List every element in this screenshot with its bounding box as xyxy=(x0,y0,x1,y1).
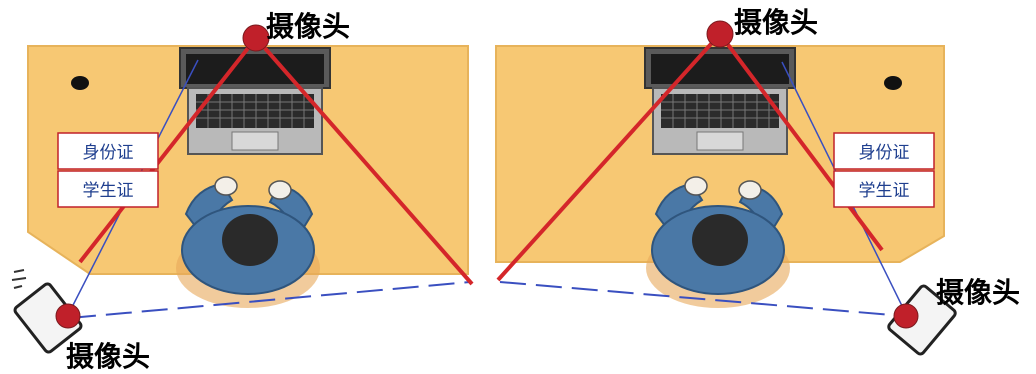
left-desk-hole xyxy=(71,76,89,90)
right-person xyxy=(646,176,790,308)
left-red-line-a xyxy=(78,36,258,264)
right-laptop xyxy=(644,47,796,155)
left-id-card: 身份证 xyxy=(57,132,159,170)
left-red-line-b xyxy=(254,36,474,286)
right-panel: 身份证 学生证 摄像头 摄像头 xyxy=(495,6,1020,356)
left-laptop xyxy=(179,47,331,155)
right-desk-hole xyxy=(884,76,902,90)
right-student-card: 学生证 xyxy=(833,170,935,208)
left-top-camera-dot xyxy=(242,24,270,52)
left-id-card-label: 身份证 xyxy=(83,143,134,163)
left-student-card-label: 学生证 xyxy=(83,181,134,201)
right-student-card-label: 学生证 xyxy=(859,181,910,201)
right-dashed-line xyxy=(499,281,905,317)
left-bottom-camera-dot xyxy=(55,303,81,329)
camera-label-side-right: 摄像头 xyxy=(936,276,1020,309)
right-id-card-label: 身份证 xyxy=(859,143,910,163)
right-top-camera-dot xyxy=(706,20,734,48)
left-panel: 身份证 学生证 摄像头 摄像头 xyxy=(11,10,474,373)
right-id-card: 身份证 xyxy=(833,132,935,170)
right-red-line-a xyxy=(496,32,722,282)
camera-label-top-left: 摄像头 xyxy=(266,10,350,43)
left-person xyxy=(176,176,320,308)
right-side-camera-dot xyxy=(893,303,919,329)
left-student-card: 学生证 xyxy=(57,170,159,208)
right-red-line-b xyxy=(718,32,884,252)
left-dashed-line xyxy=(69,281,471,319)
camera-label-top-right: 摄像头 xyxy=(734,6,818,39)
left-stand-marks xyxy=(11,269,27,289)
camera-label-bottom-left: 摄像头 xyxy=(66,340,150,373)
